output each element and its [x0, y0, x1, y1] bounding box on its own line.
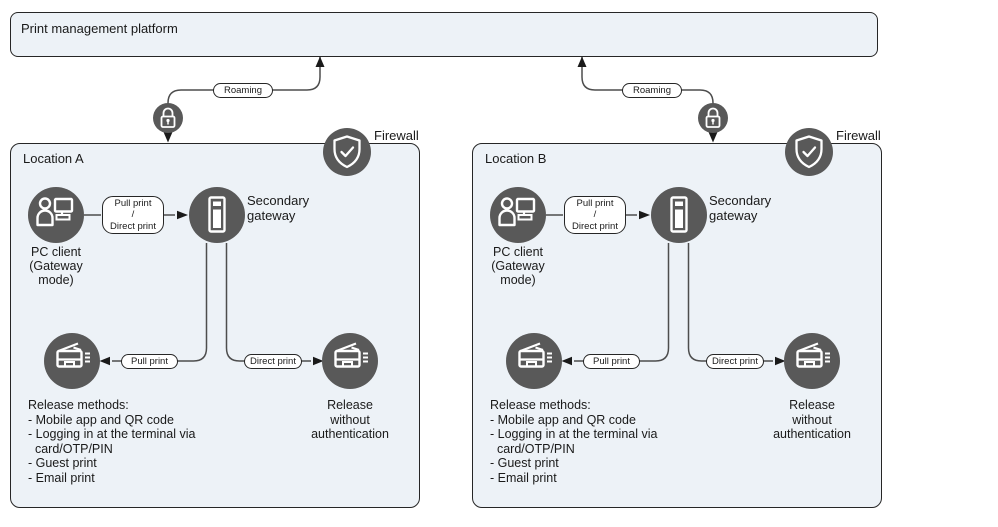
lock-icon [705, 107, 721, 128]
pull-print-link-label: Pull print [583, 354, 640, 369]
direct-print-link-label: Direct print [706, 354, 764, 369]
firewall-badge [323, 128, 371, 176]
location-b-panel: Location B Firewall Pull print / Direct … [472, 128, 882, 508]
lock-badge-a [153, 103, 183, 133]
client-gateway-link-label: Pull print / Direct print [564, 196, 626, 234]
platform-panel: Print management platform [10, 12, 878, 57]
pull-print-printer-node [506, 333, 562, 389]
location-title: Location A [23, 151, 84, 166]
firewall-label: Firewall [374, 128, 419, 143]
pull-print-link-label: Pull print [121, 354, 178, 369]
shield-check-icon [795, 135, 823, 169]
user-workstation-icon [498, 197, 536, 227]
user-workstation-icon [36, 197, 74, 227]
secondary-gateway-node [189, 187, 245, 243]
gateway-label: Secondary gateway [247, 193, 310, 223]
printer-icon [518, 342, 552, 368]
pc-client-node [490, 187, 546, 243]
location-title: Location B [485, 151, 547, 166]
client-gateway-link-label: Pull print / Direct print [102, 196, 164, 234]
lock-icon [160, 107, 176, 128]
direct-print-printer-node [784, 333, 840, 389]
pc-client-label: PC client (Gateway mode) [29, 245, 83, 287]
roaming-link-label-b: Roaming [622, 83, 682, 98]
secondary-gateway-node [651, 187, 707, 243]
release-methods-text: Release methods: - Mobile app and QR cod… [490, 398, 658, 485]
platform-title: Print management platform [21, 21, 178, 36]
shield-check-icon [333, 135, 361, 169]
printer-icon [796, 342, 830, 368]
firewall-label: Firewall [836, 128, 881, 143]
pull-print-printer-node [44, 333, 100, 389]
server-icon [670, 196, 688, 233]
direct-print-link-label: Direct print [244, 354, 302, 369]
location-a-panel: Location A Firewall Pull print / Direct … [10, 128, 420, 508]
firewall-badge [785, 128, 833, 176]
roaming-link-label-a: Roaming [213, 83, 273, 98]
gateway-label: Secondary gateway [709, 193, 772, 223]
release-methods-text: Release methods: - Mobile app and QR cod… [28, 398, 196, 485]
printer-icon [56, 342, 90, 368]
direct-print-printer-node [322, 333, 378, 389]
release-without-auth-text: Release without authentication [773, 398, 851, 441]
pc-client-node [28, 187, 84, 243]
server-icon [208, 196, 226, 233]
lock-badge-b [698, 103, 728, 133]
release-without-auth-text: Release without authentication [311, 398, 389, 441]
printer-icon [334, 342, 368, 368]
pc-client-label: PC client (Gateway mode) [491, 245, 545, 287]
